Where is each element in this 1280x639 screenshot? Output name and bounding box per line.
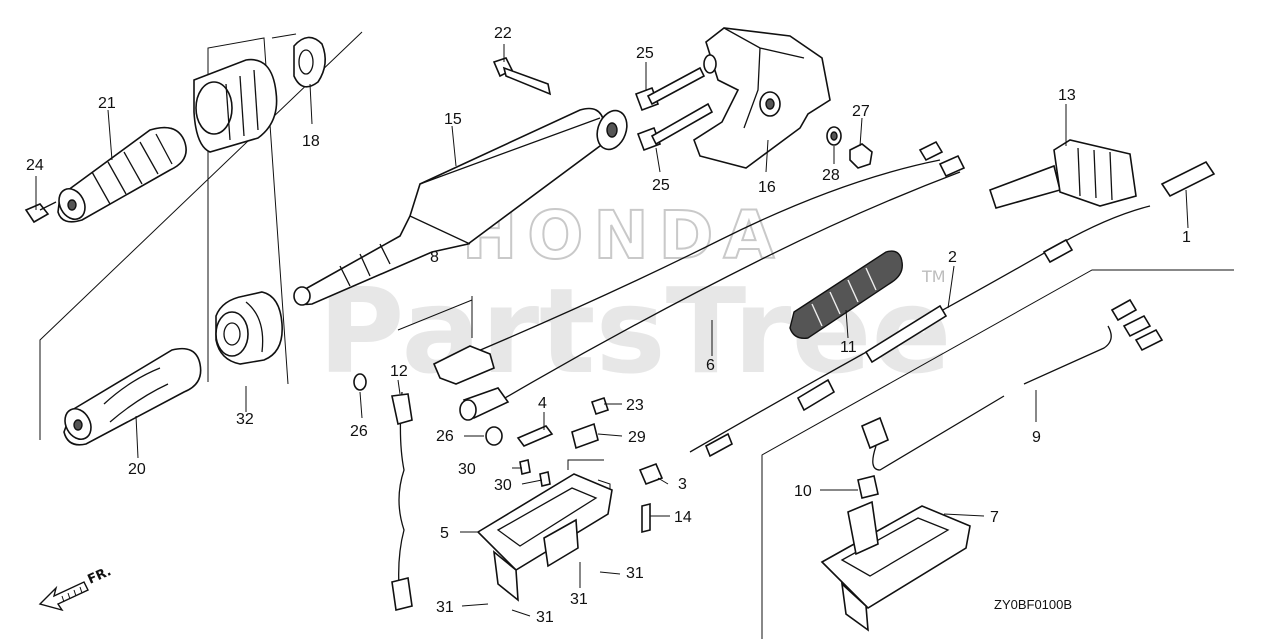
direction-label: FR. <box>86 564 114 587</box>
part-15-tiller-handle <box>293 107 628 306</box>
callout-26b: 26 <box>436 428 454 445</box>
callout-32: 32 <box>236 411 254 428</box>
callout-14: 14 <box>674 509 692 526</box>
callout-30a: 30 <box>458 461 476 478</box>
callout-31c: 31 <box>436 599 454 616</box>
callout-16: 16 <box>758 179 776 196</box>
arrow-left-icon <box>38 581 89 612</box>
callout-30b: 30 <box>494 477 512 494</box>
callout-7: 7 <box>990 509 999 526</box>
callout-1: 1 <box>1182 229 1191 246</box>
callout-25b: 25 <box>652 177 670 194</box>
callout-31a: 31 <box>626 565 644 582</box>
callout-6: 6 <box>706 357 715 374</box>
callout-labels: 1 2 3 4 5 6 7 8 9 10 11 12 13 14 15 16 1… <box>26 25 1191 626</box>
part-21-throttle-grip <box>57 126 187 223</box>
part-22-bolt <box>492 57 552 96</box>
callout-10: 10 <box>794 483 812 500</box>
callout-23: 23 <box>626 397 644 414</box>
part-10-switch <box>857 395 1005 499</box>
callout-29: 29 <box>628 429 646 446</box>
small-hardware <box>353 373 664 534</box>
part-13-switch-assembly <box>988 139 1137 209</box>
diagram-code: ZY0BF0100B <box>994 597 1072 612</box>
part-7-control-case <box>820 500 971 632</box>
part-27-nut <box>849 143 873 169</box>
callout-13: 13 <box>1058 87 1076 104</box>
callout-25a: 25 <box>636 45 654 62</box>
callout-8: 8 <box>430 249 439 266</box>
part-16-bracket <box>693 27 831 169</box>
callout-12: 12 <box>390 363 408 380</box>
callout-11: 11 <box>840 339 857 356</box>
part-5-lower-case <box>476 473 613 602</box>
front-direction-indicator: FR. <box>38 564 114 612</box>
callout-27: 27 <box>852 103 870 120</box>
callout-22: 22 <box>494 25 512 42</box>
callout-15: 15 <box>444 111 462 128</box>
callout-3: 3 <box>678 476 687 493</box>
watermark-trademark: TM <box>921 267 946 286</box>
part-18-washer <box>293 36 326 88</box>
callout-5: 5 <box>440 525 449 542</box>
callout-26a: 26 <box>350 423 368 440</box>
callout-31b: 31 <box>570 591 588 608</box>
part-9-wire-harness <box>1023 298 1164 385</box>
part-6-cable <box>432 140 966 421</box>
callout-4: 4 <box>538 395 547 412</box>
callout-24: 24 <box>26 157 44 174</box>
part-25-bolts <box>634 66 714 152</box>
part-28-washer <box>826 126 842 146</box>
part-32-drum-assembly <box>193 58 283 365</box>
part-24-bolt <box>24 201 57 224</box>
callout-21: 21 <box>98 95 116 112</box>
leader-lines <box>35 44 1189 617</box>
part-1-clip <box>1160 160 1216 198</box>
callout-28: 28 <box>822 167 840 184</box>
callout-18: 18 <box>302 133 320 150</box>
part-12-stop-cord <box>391 391 413 611</box>
part-11-sleeve <box>789 250 903 339</box>
part-20-grip <box>63 347 202 446</box>
callout-9: 9 <box>1032 429 1041 446</box>
part-2-cable <box>689 205 1151 458</box>
callout-20: 20 <box>128 461 146 478</box>
callout-31d: 31 <box>536 609 554 626</box>
callout-2: 2 <box>948 249 957 266</box>
